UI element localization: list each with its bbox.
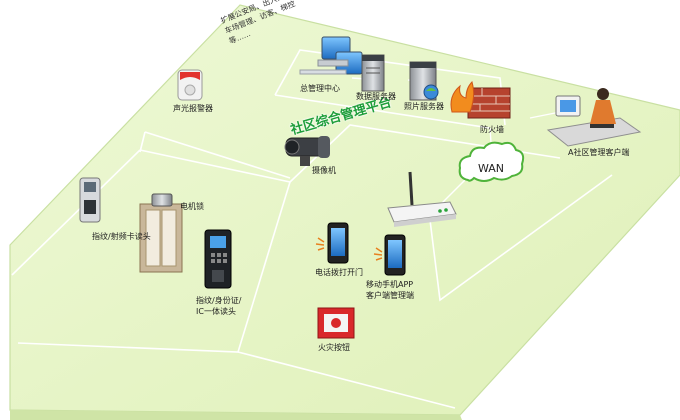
motor-lock-label: 电机锁 (180, 202, 204, 211)
camera-label: 摄像机 (312, 166, 336, 175)
reader-label-line2: IC一体读头 (196, 307, 236, 316)
app-label-line1: 移动手机APP (366, 280, 414, 289)
fingerprint-rf-label: 指纹/射频卡读头 (92, 232, 151, 241)
fire-alarm-button-icon (317, 307, 355, 339)
alarm-label: 声光报警器 (173, 104, 213, 113)
firewall-icon (450, 81, 511, 119)
alarm-siren-icon (177, 69, 203, 101)
motor-lock-icon (139, 193, 183, 273)
id-card-reader-icon (204, 229, 232, 289)
admin-computer-icon (299, 36, 363, 75)
router-icon (387, 171, 457, 227)
reader-label-line1: 指纹/身份证/ (196, 296, 242, 305)
fingerprint-rf-reader-icon (79, 177, 101, 223)
data-server-icon (361, 54, 385, 92)
photo-server-label: 照片服务器 (404, 102, 444, 111)
app-label-line2: 客户端管理端 (366, 291, 414, 300)
photo-server-icon (409, 61, 439, 101)
firewall-label: 防火墙 (480, 125, 504, 134)
phone-call-icon (315, 222, 349, 264)
camera-icon (284, 136, 330, 166)
data-server-label: 数据服务器 (356, 92, 396, 101)
mobile-app-icon (373, 234, 406, 276)
wan-cloud-icon (458, 141, 525, 182)
client-workstation-icon (546, 88, 642, 147)
platform-board-edge (10, 410, 462, 420)
fire-button-label: 火灾按钮 (318, 343, 350, 352)
phone-open-label: 电话拨打开门 (315, 268, 363, 277)
central-label: 总管理中心 (300, 84, 340, 93)
client-label: A社区管理客户端 (568, 148, 630, 157)
wan-label: WAN (478, 162, 505, 175)
